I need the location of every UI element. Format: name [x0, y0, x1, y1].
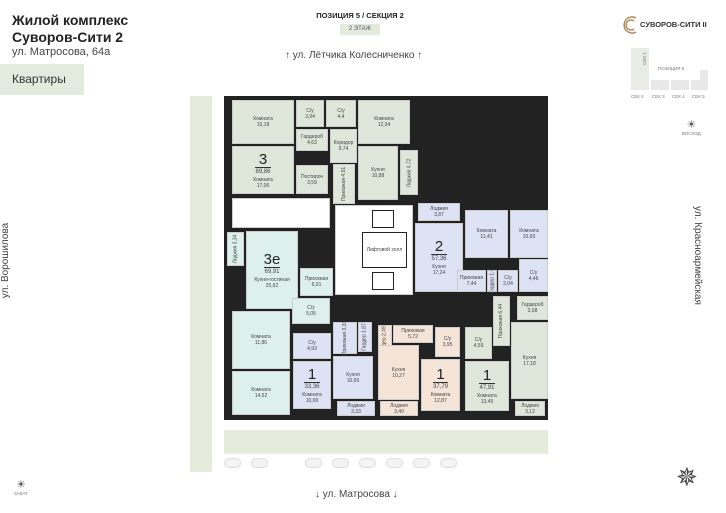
sunset: ☀ЗАКАТ	[14, 479, 28, 496]
sunset-icon: ☀	[15, 479, 26, 491]
lift-hall: Лифтовой холл	[362, 232, 407, 268]
elevator-icon	[372, 210, 394, 228]
sunrise-icon: ☀	[686, 119, 697, 131]
address: ул. Матросова, 64а	[12, 46, 111, 58]
room[interactable]: Лоджия 4,72	[400, 150, 418, 195]
elevator-icon	[372, 272, 394, 290]
sunrise: ☀ВОСХОД	[682, 119, 701, 136]
room[interactable]: Гардер 1,87	[358, 322, 372, 352]
green-strip-bottom	[224, 430, 548, 454]
room[interactable]: Прихожая 3,33	[333, 321, 357, 355]
room[interactable]: Прихожая 4,51	[333, 164, 355, 204]
parking-row	[224, 458, 457, 468]
room[interactable]: Прихожая 6,44	[493, 296, 510, 346]
floor-badge[interactable]: 2 ЭТАЖ	[340, 24, 380, 35]
street-top: ↑ ул. Лётчика Колесниченко ↑	[285, 50, 423, 61]
section-minimap[interactable]: ПОЗИЦИЯ 5 СЕК 1 СЕК 2 СЕК 3 СЕК 4 СЕК 5	[628, 48, 708, 103]
green-strip-left	[190, 96, 212, 472]
staircase	[232, 198, 330, 228]
street-right: ул. Красноармейская	[691, 206, 703, 305]
room[interactable]: Лоджия 3,34	[227, 232, 244, 266]
street-bottom: ↓ ул. Матросова ↓	[315, 489, 398, 500]
street-left: ул. Ворошилова	[0, 222, 12, 299]
compass-rose-icon: ✵	[676, 462, 698, 492]
logo-icon	[623, 16, 637, 34]
logo: СУВОРОВ-СИТИ II	[622, 14, 722, 36]
position-title: ПОЗИЦИЯ 5 / СЕКЦИЯ 2	[316, 11, 404, 20]
room[interactable]: Гардер 1,4	[487, 269, 497, 293]
apartments-tab[interactable]: Квартиры	[0, 64, 84, 95]
